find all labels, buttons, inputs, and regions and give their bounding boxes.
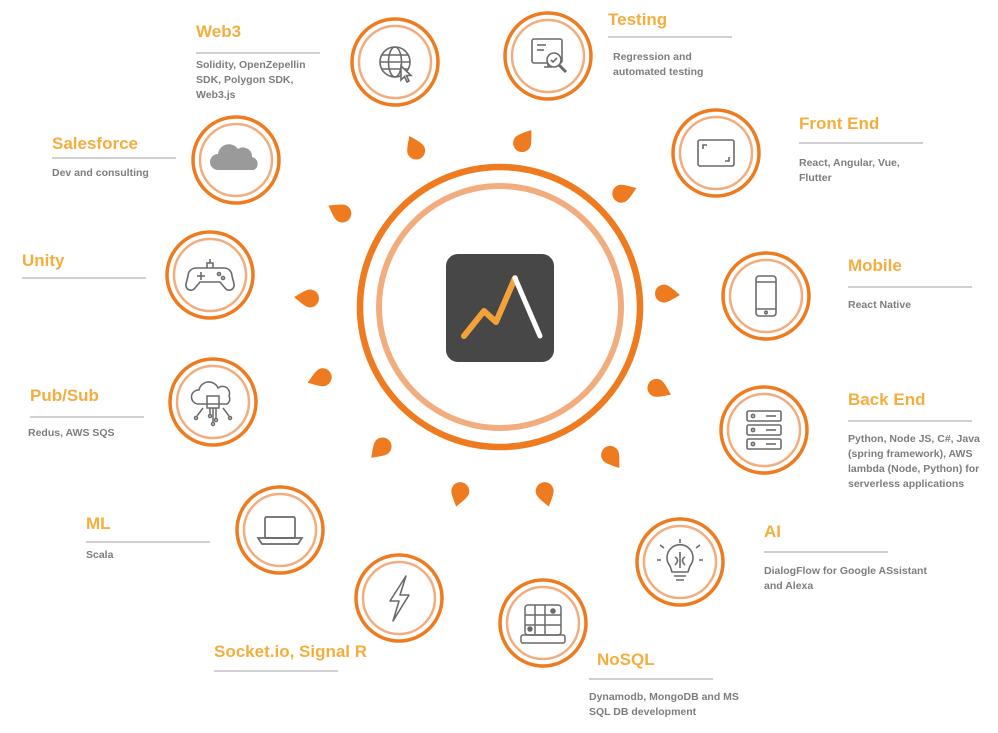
- node-salesforce[interactable]: [191, 115, 281, 205]
- node-desc: Dev and consulting: [52, 167, 149, 179]
- node-mobile[interactable]: [721, 251, 811, 341]
- center-logo-icon: [446, 254, 554, 362]
- node-nosql[interactable]: [498, 578, 588, 668]
- droplet-marker: [647, 378, 671, 397]
- title-underline: [848, 286, 972, 288]
- node-web3[interactable]: [350, 17, 440, 107]
- droplet-markers: [294, 129, 680, 507]
- droplet-marker: [307, 368, 332, 387]
- droplet-marker: [294, 289, 319, 308]
- node-title: Back End: [848, 390, 926, 409]
- node-desc: Dynamodb, MongoDB and MS SQL DB developm…: [589, 691, 739, 718]
- node-title: NoSQL: [597, 650, 655, 669]
- node-desc: Redus, AWS SQS: [28, 427, 115, 439]
- title-underline: [799, 142, 923, 144]
- node-desc: React, Angular, Vue, Flutter: [799, 157, 900, 184]
- title-underline: [196, 52, 320, 54]
- droplet-marker: [451, 482, 470, 507]
- cloud-chip-icon: [190, 381, 233, 427]
- droplet-marker: [655, 284, 680, 303]
- title-underline: [589, 678, 713, 680]
- smartphone-icon: [755, 275, 777, 317]
- cloud-icon: [210, 144, 258, 170]
- screen-frame-icon: [697, 139, 735, 167]
- title-underline: [764, 551, 888, 553]
- droplet-marker: [371, 437, 392, 458]
- gamepad-icon: [185, 259, 235, 291]
- node-ml[interactable]: [235, 485, 325, 575]
- node-frontend[interactable]: [671, 108, 761, 198]
- droplet-marker: [328, 204, 352, 223]
- monitor-test-icon: [531, 38, 568, 74]
- node-ai[interactable]: [635, 517, 725, 607]
- node-testing[interactable]: [503, 11, 593, 101]
- title-underline: [86, 541, 210, 543]
- node-title: Pub/Sub: [30, 386, 99, 405]
- title-underline: [22, 277, 146, 279]
- node-title: Unity: [22, 251, 65, 270]
- node-desc: Python, Node JS, C#, Java (spring framew…: [848, 433, 980, 490]
- title-underline: [848, 420, 972, 422]
- center-rings: [356, 163, 644, 451]
- laptop-icon: [256, 516, 304, 545]
- node-pubsub[interactable]: [168, 357, 258, 447]
- node-desc: React Native: [848, 299, 912, 311]
- lightning-icon: [389, 575, 410, 622]
- node-desc: Scala: [86, 549, 114, 561]
- node-title: Salesforce: [52, 134, 138, 153]
- globe-cursor-icon: [379, 46, 414, 84]
- node-title: Socket.io, Signal R: [214, 642, 368, 661]
- node-desc: DialogFlow for Google ASsistant and Alex…: [764, 565, 927, 592]
- droplet-marker: [407, 136, 426, 160]
- bulb-brain-icon: [657, 539, 703, 581]
- droplet-marker: [535, 482, 554, 507]
- droplet-marker: [612, 184, 637, 203]
- node-title: Mobile: [848, 256, 902, 275]
- node-backend[interactable]: [719, 385, 809, 475]
- server-stack-icon: [746, 410, 782, 450]
- title-underline: [608, 36, 732, 38]
- node-desc: Regression and automated testing: [613, 51, 704, 78]
- droplet-marker: [513, 129, 532, 153]
- database-grid-icon: [520, 604, 566, 644]
- node-socket[interactable]: [354, 553, 444, 643]
- title-underline: [52, 157, 176, 159]
- title-underline: [214, 670, 338, 672]
- node-title: AI: [764, 522, 781, 541]
- droplet-marker: [601, 445, 620, 469]
- node-title: Testing: [608, 10, 668, 29]
- node-unity[interactable]: [165, 230, 255, 320]
- title-underline: [30, 416, 144, 418]
- node-title: Front End: [799, 114, 880, 133]
- node-title: Web3: [196, 22, 242, 41]
- node-title: ML: [86, 514, 111, 533]
- node-desc: Solidity, OpenZepellin SDK, Polygon SDK,…: [196, 59, 306, 101]
